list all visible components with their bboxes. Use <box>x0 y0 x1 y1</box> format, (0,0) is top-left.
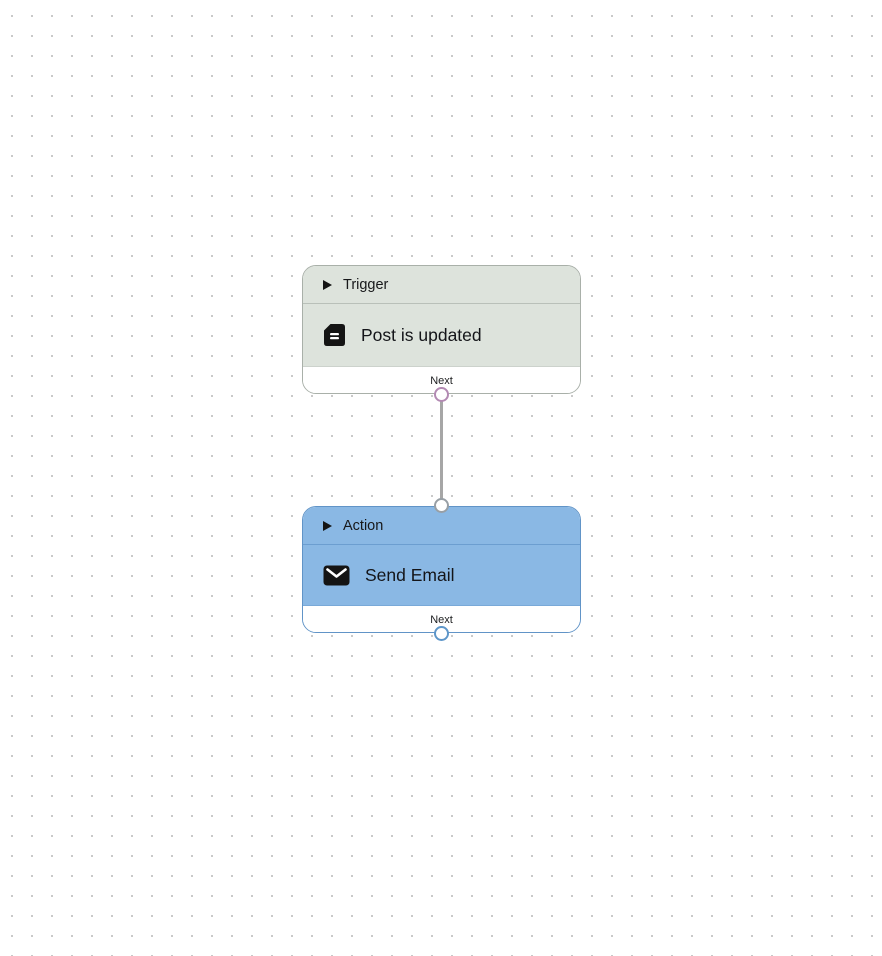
collapse-triangle-icon <box>323 520 332 531</box>
collapse-triangle-icon <box>323 279 332 290</box>
trigger-node-body[interactable]: Post is updated <box>303 304 580 366</box>
action-node[interactable]: Action Send Email Next <box>302 506 581 633</box>
action-type-label: Action <box>343 517 384 534</box>
trigger-next-label: Next <box>430 374 453 387</box>
trigger-node-header[interactable]: Trigger <box>303 266 580 304</box>
action-in-port[interactable] <box>434 498 449 513</box>
action-next-label: Next <box>430 613 453 626</box>
connector-edge[interactable] <box>440 394 443 506</box>
trigger-node[interactable]: Trigger Post is updated Next <box>302 265 581 394</box>
document-icon <box>323 323 346 347</box>
action-title: Send Email <box>365 564 455 585</box>
trigger-title: Post is updated <box>361 324 482 345</box>
trigger-next-port[interactable] <box>434 387 449 402</box>
action-next-port[interactable] <box>434 626 449 641</box>
trigger-type-label: Trigger <box>343 276 389 293</box>
envelope-icon <box>323 565 350 586</box>
action-node-header[interactable]: Action <box>303 507 580 545</box>
action-node-body[interactable]: Send Email <box>303 545 580 605</box>
